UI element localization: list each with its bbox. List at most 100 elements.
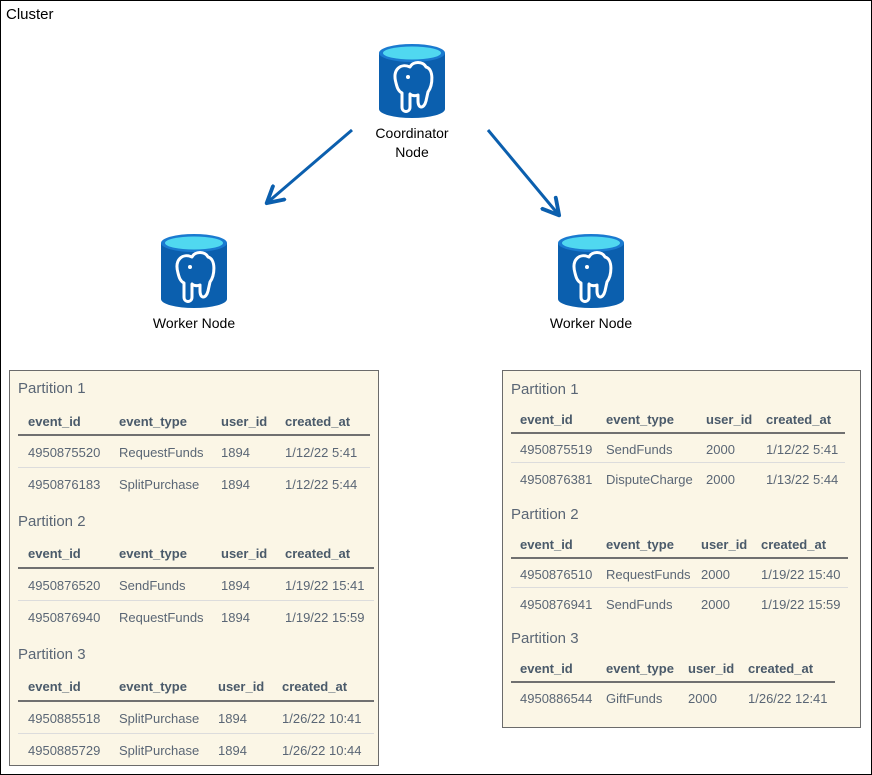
partition-title: Partition 3 (511, 630, 579, 647)
table-cell: 4950876941 (520, 597, 593, 612)
table-cell: SplitPurchase (119, 477, 200, 492)
table-cell: 1894 (218, 743, 247, 758)
column-header: event_type (606, 661, 674, 676)
cluster-label: Cluster (6, 6, 54, 23)
row-divider (511, 462, 845, 463)
table-cell: 2000 (706, 442, 735, 457)
header-divider (511, 557, 848, 559)
table-cell: 1894 (221, 477, 250, 492)
column-header: user_id (706, 412, 753, 427)
column-header: user_id (221, 546, 268, 561)
column-header: created_at (766, 412, 832, 427)
column-header: user_id (218, 679, 265, 694)
worker-node-right: Worker Node (541, 233, 641, 333)
table-cell: 4950886544 (520, 691, 593, 706)
partition-title: Partition 2 (18, 513, 86, 530)
table-cell: RequestFunds (606, 567, 691, 582)
table-cell: 4950876520 (28, 578, 101, 593)
table-cell: 1894 (221, 445, 250, 460)
worker-left-label: Worker Node (152, 315, 236, 331)
left-partition-panel: Partition 1 event_id event_type user_id … (9, 370, 379, 766)
column-header: created_at (285, 546, 351, 561)
table-cell: 2000 (701, 597, 730, 612)
table-cell: GiftFunds (606, 691, 663, 706)
table-cell: SendFunds (606, 597, 673, 612)
worker-right-label: Worker Node (549, 315, 633, 331)
table-cell: 2000 (688, 691, 717, 706)
partition-title: Partition 3 (18, 646, 86, 663)
table-cell: 1/26/22 10:44 (282, 743, 362, 758)
table-cell: 1/12/22 5:44 (285, 477, 358, 492)
coordinator-label-line2: Node (395, 144, 429, 160)
table-cell: 1/19/22 15:41 (285, 578, 365, 593)
table-cell: SendFunds (606, 442, 673, 457)
column-header: event_type (119, 546, 187, 561)
table-cell: SplitPurchase (119, 743, 200, 758)
table-cell: 4950885518 (28, 711, 101, 726)
table-cell: 1894 (218, 711, 247, 726)
table-cell: 4950876510 (520, 567, 593, 582)
table-cell: 1/19/22 15:59 (285, 610, 365, 625)
header-divider (18, 434, 370, 436)
row-divider (18, 733, 374, 734)
column-header: event_id (520, 661, 573, 676)
partition-title: Partition 2 (511, 506, 579, 523)
row-divider (511, 587, 848, 588)
column-header: event_id (28, 546, 81, 561)
partition-title: Partition 1 (18, 380, 86, 397)
header-divider (511, 681, 835, 683)
table-cell: 1/12/22 5:41 (285, 445, 358, 460)
column-header: created_at (761, 537, 827, 552)
column-header: event_type (606, 537, 674, 552)
row-divider (18, 467, 370, 468)
table-cell: 4950875520 (28, 445, 101, 460)
header-divider (18, 700, 374, 702)
table-cell: 4950876183 (28, 477, 101, 492)
column-header: event_type (119, 414, 187, 429)
right-partition-panel: Partition 1 event_id event_type user_id … (502, 370, 861, 728)
column-header: created_at (285, 414, 351, 429)
postgresql-cylinder-icon (161, 234, 227, 308)
column-header: event_id (28, 679, 81, 694)
column-header: created_at (282, 679, 348, 694)
column-header: user_id (701, 537, 748, 552)
column-header: user_id (688, 661, 735, 676)
table-cell: 1894 (221, 610, 250, 625)
column-header: event_type (119, 679, 187, 694)
row-divider (18, 600, 374, 601)
table-cell: 4950876940 (28, 610, 101, 625)
column-header: created_at (748, 661, 814, 676)
table-cell: RequestFunds (119, 445, 204, 460)
table-cell: 1/26/22 12:41 (748, 691, 828, 706)
worker-node-left: Worker Node (144, 233, 244, 333)
table-cell: 1/19/22 15:40 (761, 567, 841, 582)
table-cell: SendFunds (119, 578, 186, 593)
header-divider (511, 432, 845, 434)
table-cell: 1/13/22 5:44 (766, 472, 839, 487)
partition-title: Partition 1 (511, 381, 579, 398)
table-cell: 2000 (701, 567, 730, 582)
column-header: event_type (606, 412, 674, 427)
table-cell: 1894 (221, 578, 250, 593)
coordinator-label-line1: Coordinator (375, 125, 449, 141)
table-cell: 2000 (706, 472, 735, 487)
table-cell: 4950876381 (520, 472, 593, 487)
table-cell: 4950885729 (28, 743, 101, 758)
postgresql-cylinder-icon (558, 234, 624, 308)
table-cell: 1/12/22 5:41 (766, 442, 839, 457)
table-cell: 1/19/22 15:59 (761, 597, 841, 612)
table-cell: 1/26/22 10:41 (282, 711, 362, 726)
table-cell: SplitPurchase (119, 711, 200, 726)
arrow-to-right-worker (486, 129, 558, 214)
postgresql-cylinder-icon (379, 44, 445, 118)
table-cell: RequestFunds (119, 610, 204, 625)
column-header: event_id (28, 414, 81, 429)
header-divider (18, 567, 374, 569)
coordinator-node: Coordinator Node (362, 43, 462, 162)
arrow-to-left-worker (268, 128, 353, 202)
column-header: user_id (221, 414, 268, 429)
column-header: event_id (520, 412, 573, 427)
column-header: event_id (520, 537, 573, 552)
table-cell: DisputeCharge (606, 472, 693, 487)
